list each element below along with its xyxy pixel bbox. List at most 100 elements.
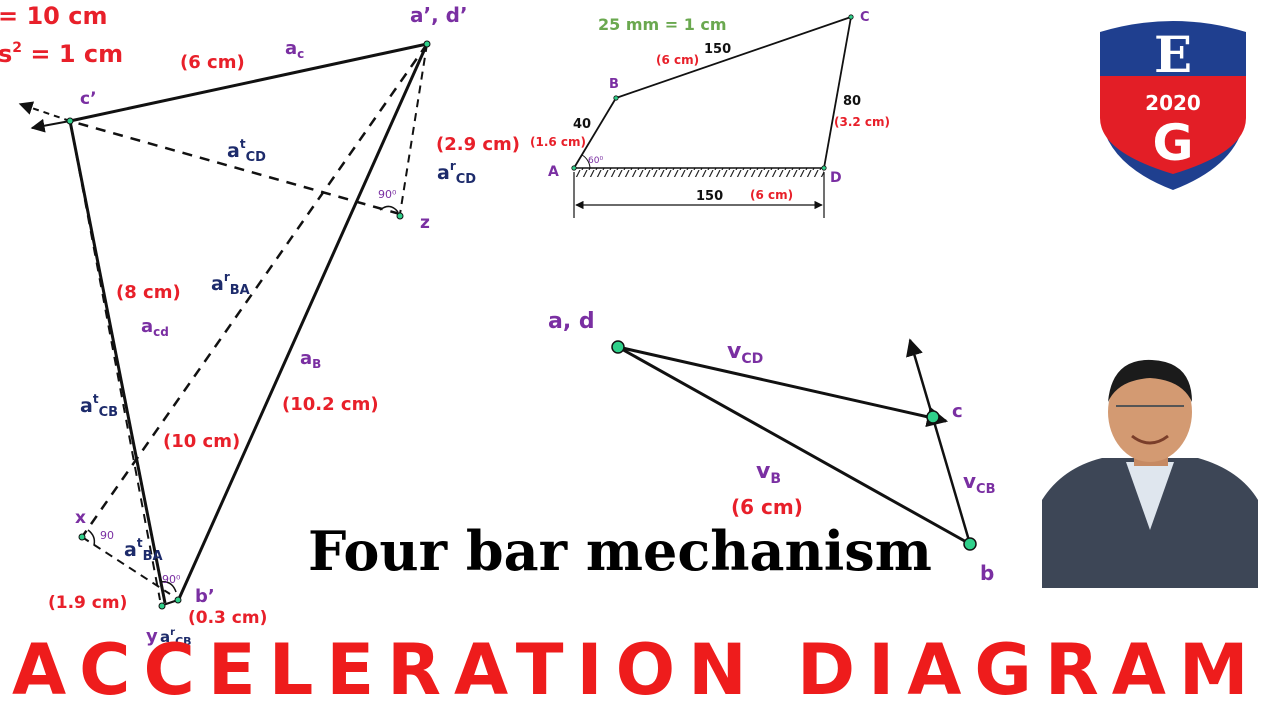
label-c: C xyxy=(860,10,870,25)
main-title: ACCELERATION DIAGRAM xyxy=(12,629,1262,711)
angle-arc-a xyxy=(581,154,591,169)
line-c-b xyxy=(68,120,167,604)
line-ad-z xyxy=(399,43,428,215)
arcd-label: arCD xyxy=(437,159,476,187)
eg-2020-logo: E 2020 G xyxy=(1100,21,1246,190)
point-x-marker xyxy=(78,533,86,541)
link-cd xyxy=(823,16,852,169)
ad-value: 150 xyxy=(696,189,723,204)
presenter-photo xyxy=(1042,350,1258,588)
yb-length: (0.3 cm) xyxy=(188,608,267,628)
point-c-label: c’ xyxy=(80,89,97,109)
acceleration-labels: = 10 cm s2 = 1 cm a’, d’ c’ (6 cm) ac at… xyxy=(0,2,520,648)
line-z-c xyxy=(69,119,401,216)
point-y-marker xyxy=(158,602,166,610)
cd-cm: (3.2 cm) xyxy=(834,115,890,129)
right-angle-z xyxy=(379,205,399,213)
point-ad-vel xyxy=(611,340,625,354)
ac-label: ac xyxy=(285,38,304,61)
cd-value: 80 xyxy=(843,94,861,109)
joint-c xyxy=(848,14,854,20)
xb-length: (1.9 cm) xyxy=(48,593,127,613)
angle-60: 60⁰ xyxy=(588,156,603,166)
bc-value: 150 xyxy=(704,42,731,57)
line-vb xyxy=(617,345,971,546)
point-ad-label: a’, d’ xyxy=(410,3,468,27)
link-bc xyxy=(615,16,852,99)
angle-90-x: 90 xyxy=(100,529,114,542)
point-ad-marker xyxy=(423,40,431,48)
logo-letter-e: E xyxy=(1154,25,1192,84)
shield-band xyxy=(1100,76,1246,174)
atcd-label: atCD xyxy=(227,137,266,165)
arcd-length: (2.9 cm) xyxy=(436,134,520,155)
right-angle-x xyxy=(87,529,96,546)
joint-a xyxy=(571,165,577,171)
line-c-arrow2 xyxy=(18,101,71,122)
logo-year: 2020 xyxy=(1145,91,1201,115)
arba-label: arBA xyxy=(211,270,250,298)
ab-length: (10.2 cm) xyxy=(282,394,379,415)
right-angle-b xyxy=(159,580,177,593)
angle-90-b: 90⁰ xyxy=(162,573,181,586)
space-diagram xyxy=(571,14,854,218)
vel-point-c: c xyxy=(952,401,963,422)
ba-length: (10 cm) xyxy=(163,431,240,452)
label-b: B xyxy=(609,77,619,92)
shield-inner xyxy=(1132,22,1214,76)
atba-label: atBA xyxy=(124,536,163,564)
joint-b xyxy=(613,95,619,101)
line-x-b xyxy=(81,536,171,595)
ad-cm: (6 cm) xyxy=(750,188,793,202)
logo-letter-g: G xyxy=(1152,114,1193,172)
presenter-face xyxy=(1108,362,1192,462)
acd-label: acd xyxy=(141,316,169,339)
space-diagram-labels: 25 mm = 1 cm A B C D 40 (1.6 cm) 150 (6 … xyxy=(530,10,890,204)
line-vcb xyxy=(906,338,972,545)
velocity-labels: a, d c b vCD vB (6 cm) vCB xyxy=(548,309,996,585)
acceleration-polygon xyxy=(18,40,431,610)
point-b-label: b’ xyxy=(195,586,215,607)
vb-label: vB xyxy=(756,459,781,487)
arcb-label: arCB xyxy=(160,627,192,648)
point-x-label: x xyxy=(75,508,86,528)
vel-point-ad: a, d xyxy=(548,309,595,334)
vcb-label: vCB xyxy=(963,469,996,497)
ab-label: aB xyxy=(300,348,321,371)
ac-length: (6 cm) xyxy=(180,52,245,73)
angle-90-z: 90⁰ xyxy=(378,188,397,201)
joint-d xyxy=(821,165,827,171)
presenter-smile xyxy=(1131,434,1169,445)
point-y-label: y xyxy=(146,626,158,647)
vcd-label: vCD xyxy=(727,339,763,367)
line-ac xyxy=(69,42,428,123)
subtitle: Four bar mechanism xyxy=(308,519,932,583)
label-a: A xyxy=(548,164,559,180)
point-b-marker xyxy=(174,596,182,604)
link-ab xyxy=(573,97,617,169)
point-z-label: z xyxy=(420,213,430,233)
velocity-polygon xyxy=(611,338,977,551)
ab-value: 40 xyxy=(573,117,591,132)
point-c-vel xyxy=(926,410,940,424)
vel-point-b: b xyxy=(980,561,994,585)
line-ab xyxy=(176,43,429,602)
bc-cm: (6 cm) xyxy=(656,53,699,67)
label-d: D xyxy=(830,170,842,186)
point-b-vel xyxy=(963,537,977,551)
vb-length: (6 cm) xyxy=(731,495,803,519)
presenter-hair xyxy=(1108,359,1192,402)
line-vcd xyxy=(617,345,949,428)
acd-length: (8 cm) xyxy=(116,282,181,303)
point-c-marker xyxy=(66,117,74,125)
ground-hatch xyxy=(574,168,824,177)
point-z-marker xyxy=(396,212,404,220)
line-c-arrow xyxy=(30,118,71,133)
presenter-shirt xyxy=(1126,462,1174,530)
atcb-label: atCB xyxy=(80,392,118,420)
ab-cm: (1.6 cm) xyxy=(530,135,586,149)
scale-line-1: = 10 cm xyxy=(0,2,107,30)
line-c-y xyxy=(69,120,161,601)
scale-line-2: s2 = 1 cm xyxy=(0,40,123,68)
